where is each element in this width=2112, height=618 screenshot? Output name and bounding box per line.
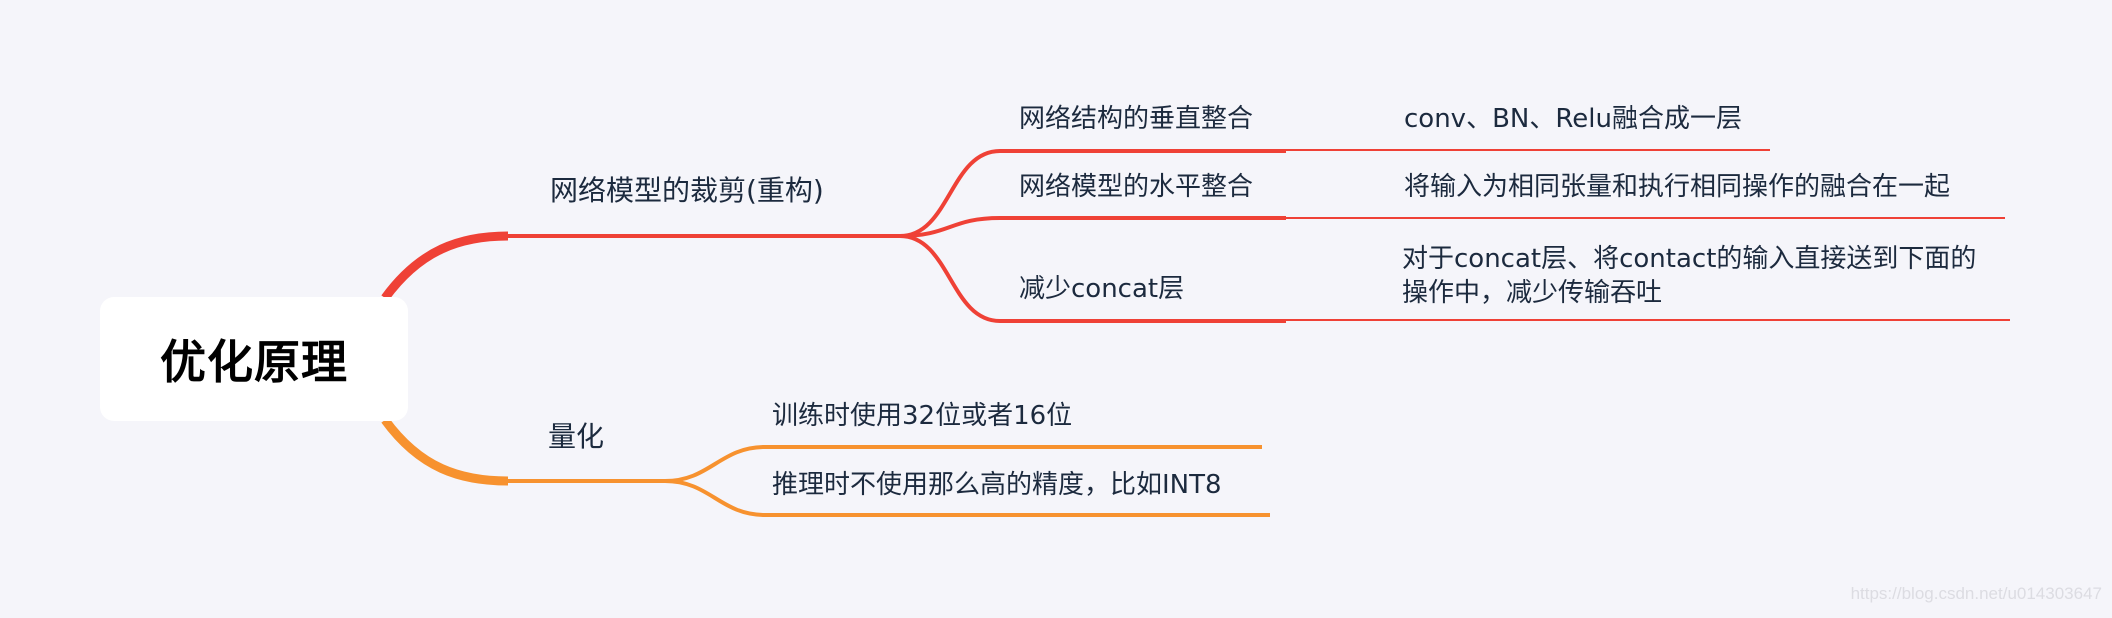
connector-root-to-branch-1 xyxy=(381,231,509,301)
root-node[interactable]: 优化原理 xyxy=(100,297,408,421)
branch-1-child-3-detail[interactable]: 对于concat层、将contact的输入直接送到下面的 操作中，减少传输吞吐 xyxy=(1402,242,2022,310)
branch-1-label[interactable]: 网络模型的裁剪(重构) xyxy=(550,174,824,207)
branch-2-child-2-label[interactable]: 推理时不使用那么高的精度，比如INT8 xyxy=(772,470,1222,500)
branch-2-child-1-label[interactable]: 训练时使用32位或者16位 xyxy=(772,401,1073,431)
connector-root-to-branch-2 xyxy=(381,417,509,486)
branch-1-child-2-label[interactable]: 网络模型的水平整合 xyxy=(1019,172,1254,202)
branch-1-child-3-label[interactable]: 减少concat层 xyxy=(1019,274,1185,304)
detail-line-2: 操作中，减少传输吞吐 xyxy=(1402,278,1663,308)
connector-branch-1-child-2 xyxy=(899,216,1286,238)
branch-1-child-1-label[interactable]: 网络结构的垂直整合 xyxy=(1019,104,1254,134)
branch-1-child-2-detail[interactable]: 将输入为相同张量和执行相同操作的融合在一起 xyxy=(1404,172,1951,202)
branch-2-label[interactable]: 量化 xyxy=(548,420,605,453)
branch-1-child-1-detail[interactable]: conv、BN、Relu融合成一层 xyxy=(1404,104,1742,134)
detail-line-1: 对于concat层、将contact的输入直接送到下面的 xyxy=(1402,244,1977,274)
connector-branch-1-child-1 xyxy=(899,149,1286,238)
connector-branch-1-child-3 xyxy=(899,234,1286,323)
connector-branch-2-child-1 xyxy=(664,445,1262,483)
connector-branch-2-child-2 xyxy=(664,479,1270,517)
watermark: https://blog.csdn.net/u014303647 xyxy=(1850,584,2102,603)
root-label: 优化原理 xyxy=(160,335,348,389)
